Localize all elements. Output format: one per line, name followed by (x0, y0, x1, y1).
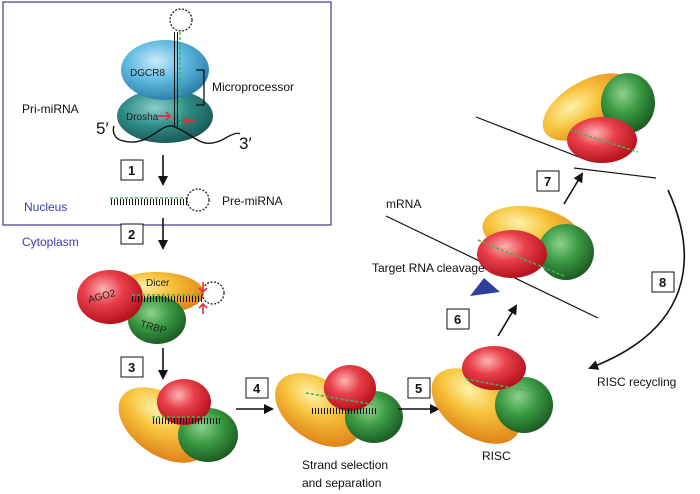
ago2-protein (77, 270, 143, 324)
step-8-number: 8 (659, 275, 666, 290)
strand-selection-label-line1: Strand selection (302, 458, 388, 472)
pri-mirna-label: Pri-miRNA (22, 102, 79, 116)
step-8-box (651, 271, 675, 293)
drosha-label: Drosha (126, 112, 159, 123)
step-3-number: 3 (128, 360, 135, 375)
trbp-protein (128, 296, 186, 344)
risc-recycling-label: RISC recycling (597, 375, 676, 389)
drosha-cleavage-arrow-right (182, 116, 196, 126)
risc-loading-complex (118, 379, 238, 463)
released-risc-complex (542, 73, 655, 163)
three-prime-label: 3′ (239, 134, 252, 153)
strand-selection-complex (275, 365, 403, 447)
microprocessor-bracket (196, 69, 205, 106)
cleavage-risc-complex (470, 205, 594, 296)
dicer-cleavage-arrow-top (198, 282, 208, 294)
step-2-box (120, 223, 144, 245)
step-7-number: 7 (544, 174, 551, 189)
nucleus-label: Nucleus (24, 200, 67, 214)
dicer-complex: AGO2 Dicer TRBP (77, 270, 225, 344)
step-1-number: 1 (128, 163, 135, 178)
nucleus-boundary (2, 1, 332, 226)
step-2-number: 2 (128, 227, 135, 242)
step-6-box (446, 308, 470, 330)
risc-recycling-arrow (588, 189, 686, 370)
dicer-label: Dicer (146, 278, 170, 289)
step-7-arrow (563, 172, 584, 205)
pre-mirna-hairpin (110, 188, 210, 212)
pri-mirna-hairpin-loop (169, 8, 193, 32)
cleaved-mrna-fragment-right (573, 167, 657, 179)
mrna-label: mRNA (386, 197, 421, 211)
step-6-arrow (497, 304, 518, 337)
mature-risc-complex (431, 346, 553, 444)
step-5-number: 5 (415, 381, 422, 396)
cytoplasm-label: Cytoplasm (22, 235, 79, 249)
dgcr8-label: DGCR8 (130, 68, 165, 79)
strand-selection-label-line2: and separation (302, 476, 381, 490)
risc-label: RISC (482, 449, 511, 463)
pri-mirna-flanking-strand (119, 125, 241, 145)
step-1-box (120, 159, 144, 181)
target-rna-cleavage-label: Target RNA cleavage (372, 261, 485, 275)
step-4-number: 4 (253, 381, 261, 396)
dgcr8-protein (121, 40, 209, 100)
cleaved-mrna-fragment-left (475, 116, 585, 160)
step-6-number: 6 (454, 312, 461, 327)
cleavage-site-arrow (470, 278, 500, 296)
step-3-box (120, 356, 144, 378)
five-prime-label: 5′ (96, 119, 109, 138)
pri-mirna-stem (172, 32, 178, 127)
step-4-box (245, 377, 269, 399)
dicer-cleavage-arrow-bottom (198, 302, 208, 314)
microprocessor-label: Microprocessor (212, 80, 294, 94)
step-7-box (536, 170, 560, 192)
drosha-cleavage-arrow-left (158, 111, 172, 121)
step-5-box (407, 377, 431, 399)
microprocessor-complex: DGCR8 Drosha Microprocessor (112, 8, 294, 145)
pre-mirna-label: Pre-miRNA (222, 194, 283, 208)
